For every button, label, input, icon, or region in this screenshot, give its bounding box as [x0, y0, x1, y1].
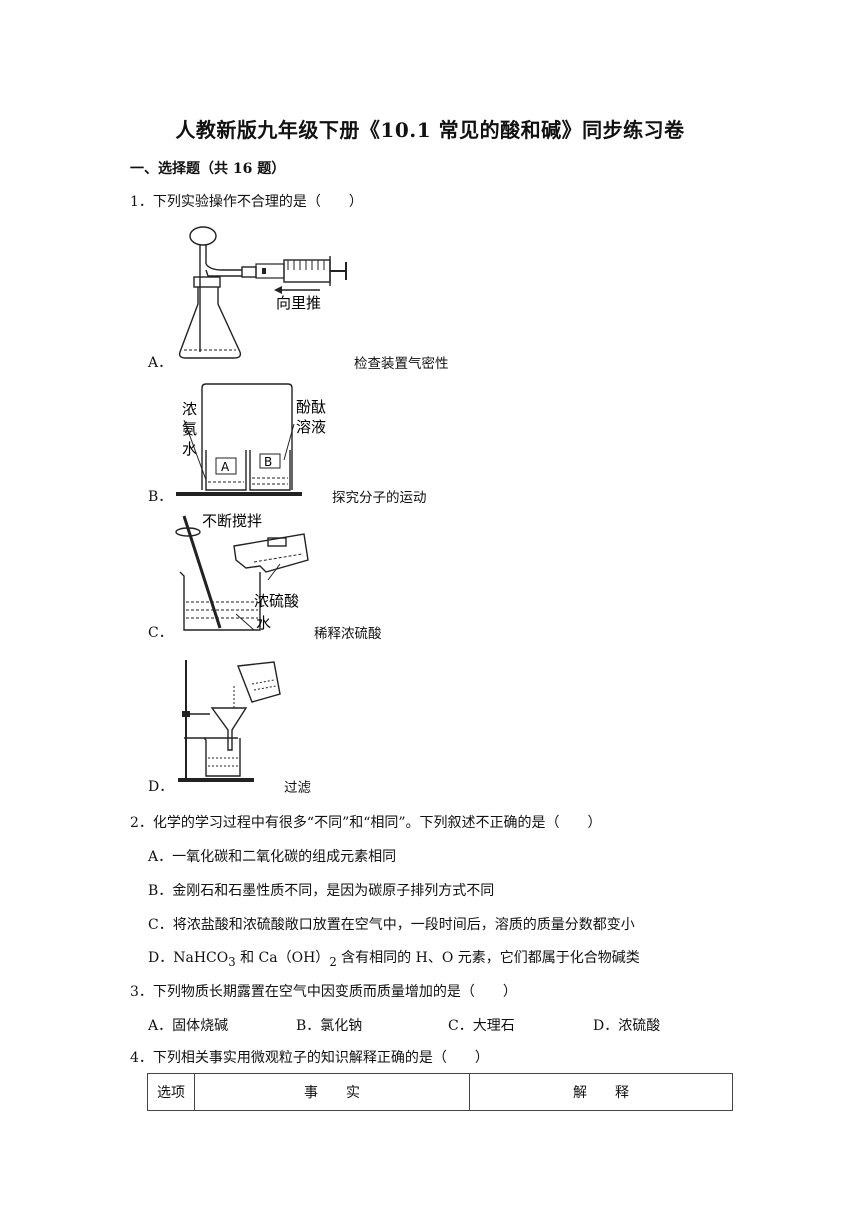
- option-3c: C．大理石: [448, 1018, 515, 1034]
- phenolphthalein-label-1: 酚酞: [296, 398, 326, 416]
- question-2-stem: 2．化学的学习过程中有很多“不同”和“相同”。下列叙述不正确的是（ ）: [130, 815, 602, 831]
- option-2c: C．将浓盐酸和浓硫酸敞口放置在空气中，一段时间后，溶质的质量分数都变小: [148, 917, 635, 933]
- option-2d-mid: 和 Ca（OH）: [235, 950, 330, 966]
- question-3-stem: 3．下列物质长期露置在空气中因变质而质量增加的是（ ）: [130, 984, 517, 1000]
- question-4-stem: 4．下列相关事实用微观粒子的知识解释正确的是（ ）: [130, 1050, 489, 1066]
- option-1d-letter: D．: [148, 779, 174, 795]
- option-1a-letter: A．: [148, 355, 173, 371]
- water-label: 水: [256, 614, 271, 632]
- question-1-stem: 1．下列实验操作不合理的是（ ）: [130, 194, 363, 210]
- push-inward-label: 向里推: [276, 294, 321, 312]
- option-2b: B．金刚石和石墨性质不同，是因为碳原子排列方式不同: [148, 883, 495, 899]
- dilute-sulfuric-acid-figure: 不断搅拌 浓硫酸 水: [175, 512, 309, 632]
- option-1a-caption: 检查装置气密性: [354, 356, 449, 372]
- option-1b-letter: B．: [148, 489, 173, 505]
- table-header-explanation: 解 释: [469, 1073, 733, 1111]
- option-3d: D．浓硫酸: [593, 1018, 661, 1034]
- option-2d-prefix: D．NaHCO: [148, 950, 229, 966]
- section-heading: 一、选择题（共 16 题）: [130, 161, 286, 177]
- option-2d-suffix: 含有相同的 H、O 元素，它们都属于化合物碱类: [336, 950, 640, 966]
- option-1d-caption: 过滤: [284, 780, 311, 796]
- option-2d-sub2: 2: [329, 954, 337, 969]
- option-2a: A．一氧化碳和二氧化碳的组成元素相同: [148, 849, 397, 865]
- keep-stirring-label: 不断搅拌: [202, 512, 262, 530]
- page-title: 人教新版九年级下册《10.1 常见的酸和碱》同步练习卷: [175, 118, 685, 142]
- table-header-row: 选项 事 实 解 释: [147, 1073, 733, 1111]
- option-1b-caption: 探究分子的运动: [332, 490, 427, 506]
- option-1c-caption: 稀释浓硫酸: [314, 626, 382, 642]
- airtightness-apparatus-figure: 向里推: [178, 226, 347, 359]
- conc-ammonia-label-1: 浓: [182, 400, 197, 418]
- molecular-motion-figure: 浓 氨 水 酚酞 溶液 A B: [176, 383, 326, 496]
- conc-ammonia-label-2: 氨: [182, 420, 197, 438]
- option-1c-letter: C．: [148, 625, 173, 641]
- beaker-a-label: A: [221, 460, 230, 474]
- beaker-b-label: B: [264, 455, 272, 469]
- filtration-figure: [178, 660, 281, 782]
- option-3b: B．氯化钠: [296, 1018, 363, 1034]
- table-header-fact: 事 实: [194, 1073, 470, 1111]
- table-header-option: 选项: [147, 1073, 195, 1111]
- conc-sulfuric-acid-label: 浓硫酸: [254, 592, 299, 610]
- question-4-table: 选项 事 实 解 释: [147, 1073, 733, 1111]
- option-2d-sub1: 3: [228, 954, 236, 969]
- option-3a: A．固体烧碱: [148, 1018, 229, 1034]
- conc-ammonia-label-3: 水: [182, 440, 197, 458]
- option-2d: D．NaHCO3 和 Ca（OH）2 含有相同的 H、O 元素，它们都属于化合物…: [148, 947, 640, 969]
- phenolphthalein-label-2: 溶液: [296, 418, 326, 436]
